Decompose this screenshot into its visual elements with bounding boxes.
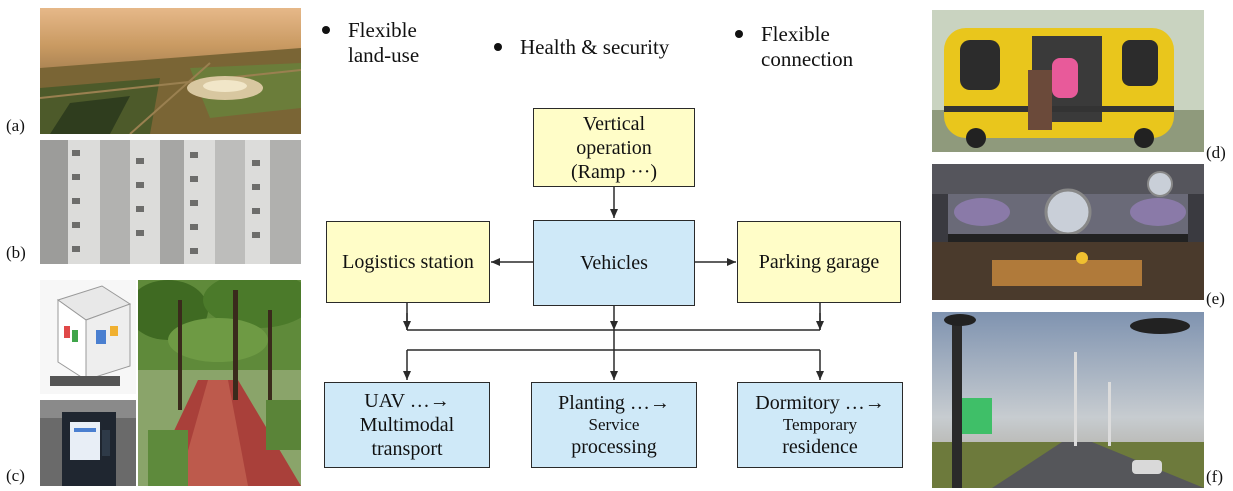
feature-flexible-land-use: Flexible land-use [322, 18, 419, 68]
node-planting-line3: processing [571, 436, 657, 459]
node-vertical-line2: operation [576, 136, 652, 159]
panel-label-b: (b) [6, 243, 26, 262]
feature-connection-line2: connection [761, 47, 854, 72]
node-logistics-label: Logistics station [342, 251, 474, 273]
node-uav-line3: transport [371, 438, 443, 460]
node-planting-line1: Planting …→ [558, 391, 670, 414]
node-uav-multimodal: UAV …→ Multimodal transport [324, 382, 490, 468]
bullet-dot [322, 26, 330, 34]
bullet-dot [494, 43, 502, 51]
panel-label-d: (d) [1206, 143, 1226, 162]
panel-label-a: (a) [6, 116, 25, 135]
feature-flexible-connection: Flexible connection [735, 22, 853, 72]
panel-label-e: (e) [1206, 289, 1225, 308]
bullet-dot [735, 30, 743, 38]
node-parking-label: Parking garage [758, 251, 880, 273]
panel-label-c: (c) [6, 466, 25, 485]
autonomous-shuttle-photo [932, 10, 1204, 152]
node-vertical-line1: Vertical [582, 112, 646, 135]
aerial-landscape-photo [40, 8, 301, 134]
parcel-locker-diagram [40, 280, 136, 394]
node-vertical-line3: (Ramp ···) [570, 160, 658, 183]
node-planting-service: Planting …→ Service processing [531, 382, 697, 468]
node-dormitory-line3: residence [782, 436, 858, 459]
feature-health-security: Health & security [494, 35, 669, 60]
smart-road-drone-photo [932, 312, 1204, 488]
tree-lined-path-photo [138, 280, 301, 486]
node-vehicles: Vehicles [533, 220, 695, 306]
node-planting-line2: Service [588, 414, 640, 434]
node-parking-garage: Parking garage [737, 221, 901, 303]
node-logistics-station: Logistics station [326, 221, 490, 303]
node-uav-line2: Multimodal [359, 414, 455, 436]
vehicle-interior-photo [932, 164, 1204, 300]
feature-connection-line1: Flexible [761, 22, 830, 46]
smart-locker-photo [40, 400, 136, 486]
node-dormitory-line1: Dormitory …→ [755, 391, 885, 414]
feature-land-use-line2: land-use [348, 43, 420, 68]
panel-label-f: (f) [1206, 467, 1223, 486]
feature-land-use-line1: Flexible [348, 18, 417, 42]
node-dormitory-line2: Temporary [782, 414, 858, 434]
node-vertical-operation: Vertical operation (Ramp ···) [533, 108, 695, 187]
node-dormitory-residence: Dormitory …→ Temporary residence [737, 382, 903, 468]
feature-health-label: Health & security [520, 35, 670, 59]
node-vehicles-label: Vehicles [580, 252, 648, 274]
node-uav-line1: UAV …→ [364, 390, 450, 412]
vertical-parking-tower-photo [40, 140, 301, 264]
